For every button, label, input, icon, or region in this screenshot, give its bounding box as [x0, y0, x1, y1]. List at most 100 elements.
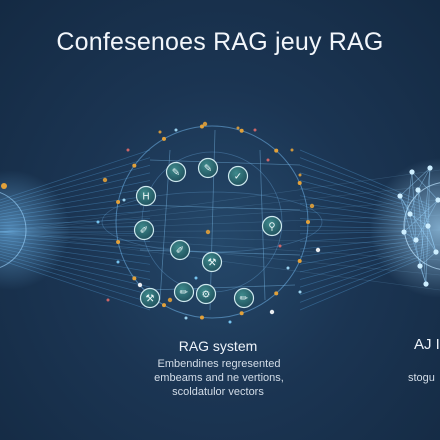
wrench-icon: ⚒ — [208, 258, 217, 269]
particle-dot — [309, 203, 315, 209]
rag-system-label: RAG system — [178, 338, 258, 354]
particle-dot — [106, 298, 110, 302]
right-glow — [370, 158, 440, 298]
node-circle — [261, 215, 283, 237]
grid-line — [139, 204, 301, 211]
description-line: Embendines regresented — [157, 358, 281, 370]
particle-dot — [269, 309, 275, 315]
particle-dot — [298, 173, 302, 177]
node-circle — [139, 287, 161, 309]
sphere-node — [407, 211, 413, 217]
node-circle — [201, 251, 223, 273]
particle-dot — [266, 158, 270, 162]
check-icon: ✓ — [234, 172, 242, 183]
sphere-edge — [399, 195, 427, 285]
particle-dot — [137, 282, 143, 288]
node-circle — [169, 239, 191, 261]
sphere-node — [423, 281, 429, 287]
particle-dot — [202, 121, 208, 127]
sphere-edge — [411, 171, 417, 241]
node-circle — [197, 157, 219, 179]
beam-line — [0, 169, 440, 233]
node-circle — [195, 283, 217, 305]
pencil-icon: ✏ — [173, 281, 195, 303]
orbit-bead — [274, 148, 279, 153]
sphere-edge — [415, 199, 439, 241]
sphere-edge — [427, 167, 431, 227]
sphere-edge — [403, 199, 439, 233]
sphere-node — [397, 193, 403, 199]
grid-line — [209, 129, 216, 311]
page-title: Confesenoes RAG јeuy RAG — [56, 28, 384, 56]
right-system-label: AJ I — [414, 336, 440, 353]
particle-dot — [290, 148, 294, 152]
sphere-edge — [427, 225, 437, 253]
beam-line — [0, 231, 440, 246]
h-icon: H — [142, 192, 150, 203]
particle-dot — [167, 297, 173, 303]
node-circle — [227, 165, 249, 187]
right-network-sphere — [1, 165, 440, 287]
sphere-edge — [417, 167, 431, 191]
edit-icon: ✎ — [204, 164, 212, 175]
particle-dot — [116, 260, 120, 264]
pen-icon: ✐ — [133, 219, 155, 241]
left-bead — [1, 183, 7, 189]
beam-line — [0, 229, 440, 233]
particle-dot — [278, 244, 282, 248]
pencil-icon: ✏ — [180, 288, 189, 299]
sphere-edge — [409, 189, 419, 215]
orbit-bead — [132, 163, 137, 168]
orbit-bead — [116, 200, 121, 205]
left-glow — [0, 170, 70, 290]
grid-line — [149, 284, 296, 291]
hammer-icon: ⚒ — [146, 294, 155, 305]
edit-icon: ✎ — [165, 161, 187, 183]
sphere-node — [427, 165, 433, 171]
orbit-bead — [132, 276, 137, 281]
orbit-bead — [162, 303, 166, 308]
orbit-bead — [239, 311, 244, 316]
left-sphere-ring — [0, 192, 27, 268]
pencil-icon: ✏ — [233, 287, 255, 309]
pin-icon: ⚲ — [268, 222, 275, 233]
right-description: stogu — [408, 372, 435, 384]
sphere-outline — [403, 182, 440, 270]
beam-line — [0, 231, 440, 261]
check-icon: ✓ — [227, 165, 249, 187]
orbit-bead — [297, 180, 302, 185]
sphere-edge — [399, 167, 431, 197]
sphere-edge — [417, 189, 427, 285]
beam-line — [0, 231, 440, 276]
sphere-edge — [419, 251, 437, 267]
orbit-bead — [274, 291, 279, 296]
orbit-bead — [199, 315, 204, 320]
orbit-bead — [239, 128, 244, 133]
sphere-edge — [403, 171, 413, 233]
sphere-node — [401, 229, 407, 235]
sphere-node — [417, 263, 423, 269]
sphere-edge — [399, 195, 437, 253]
grid-line — [149, 159, 301, 166]
sphere-node — [425, 223, 431, 229]
edit-icon: ✎ — [197, 157, 219, 179]
description-line: embeams and ne vertions, — [154, 372, 284, 384]
tool-icon: ⚙ — [202, 290, 211, 301]
sphere-node — [415, 187, 421, 193]
node-circle — [135, 185, 157, 207]
orbit-bead — [162, 136, 166, 141]
hammer-icon: ⚒ — [139, 287, 161, 309]
pen-icon: ✐ — [140, 226, 148, 237]
orbit-bead — [116, 239, 121, 244]
particle-dot — [126, 148, 130, 152]
beam-line — [0, 214, 440, 233]
icon-nodes: H ✎ ✎ ✓ ✐ ⚲ ✐ ⚒ ✏ ⚙ ✏ ⚒ — [133, 157, 283, 309]
pen-icon: ✐ — [176, 246, 184, 257]
pen-icon: ✐ — [169, 239, 191, 261]
pencil-icon: ✏ — [240, 294, 249, 305]
particle-dot — [315, 247, 321, 253]
sphere-node — [435, 197, 440, 203]
sphere-edge — [419, 167, 431, 267]
beam-line — [0, 184, 440, 233]
